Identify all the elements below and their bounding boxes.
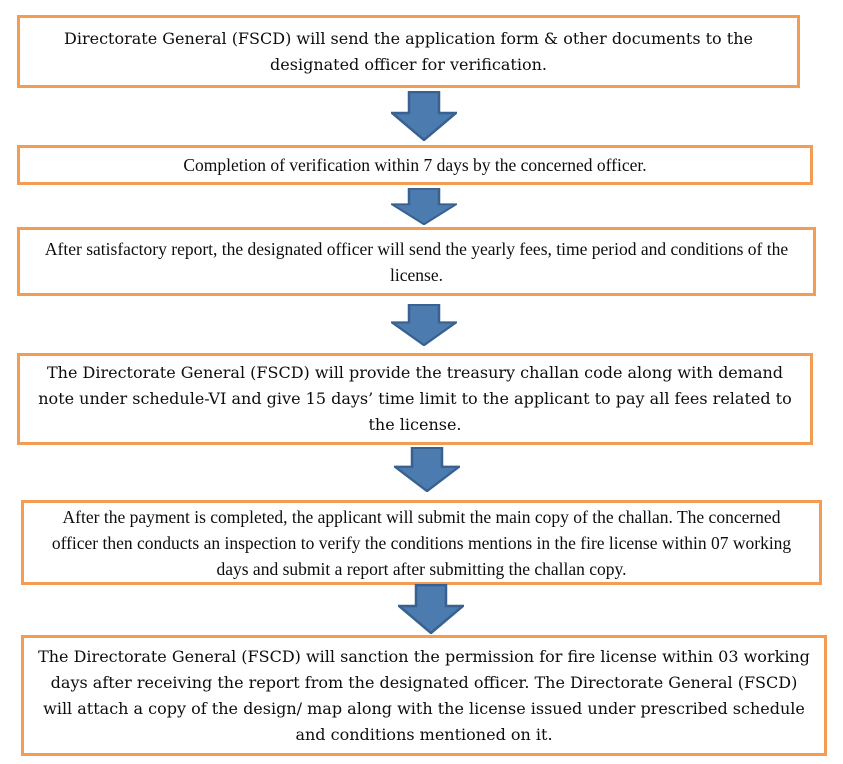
flow-step-2-text: Completion of verification within 7 days… (183, 155, 647, 175)
flow-step-1-text: Directorate General (FSCD) will send the… (64, 28, 753, 74)
down-block-arrow-icon (391, 91, 457, 141)
down-block-arrow-icon (391, 188, 457, 225)
down-block-arrow-icon (394, 447, 460, 492)
flow-step-3-text: After satisfactory report, the designate… (44, 238, 789, 285)
down-block-arrow-icon (398, 584, 464, 634)
down-block-arrow-icon (391, 304, 457, 346)
flow-step-6-text: The Directorate General (FSCD) will sanc… (38, 646, 810, 744)
flow-step-6: The Directorate General (FSCD) will sanc… (21, 635, 827, 756)
flow-step-3: After satisfactory report, the designate… (17, 227, 816, 296)
flow-step-5: After the payment is completed, the appl… (21, 500, 822, 585)
flow-step-5-text: After the payment is completed, the appl… (51, 506, 792, 579)
flow-step-2: Completion of verification within 7 days… (17, 145, 813, 185)
flow-step-4: The Directorate General (FSCD) will prov… (17, 353, 813, 445)
flow-step-4-text: The Directorate General (FSCD) will prov… (38, 363, 792, 434)
flow-step-1: Directorate General (FSCD) will send the… (17, 15, 800, 88)
